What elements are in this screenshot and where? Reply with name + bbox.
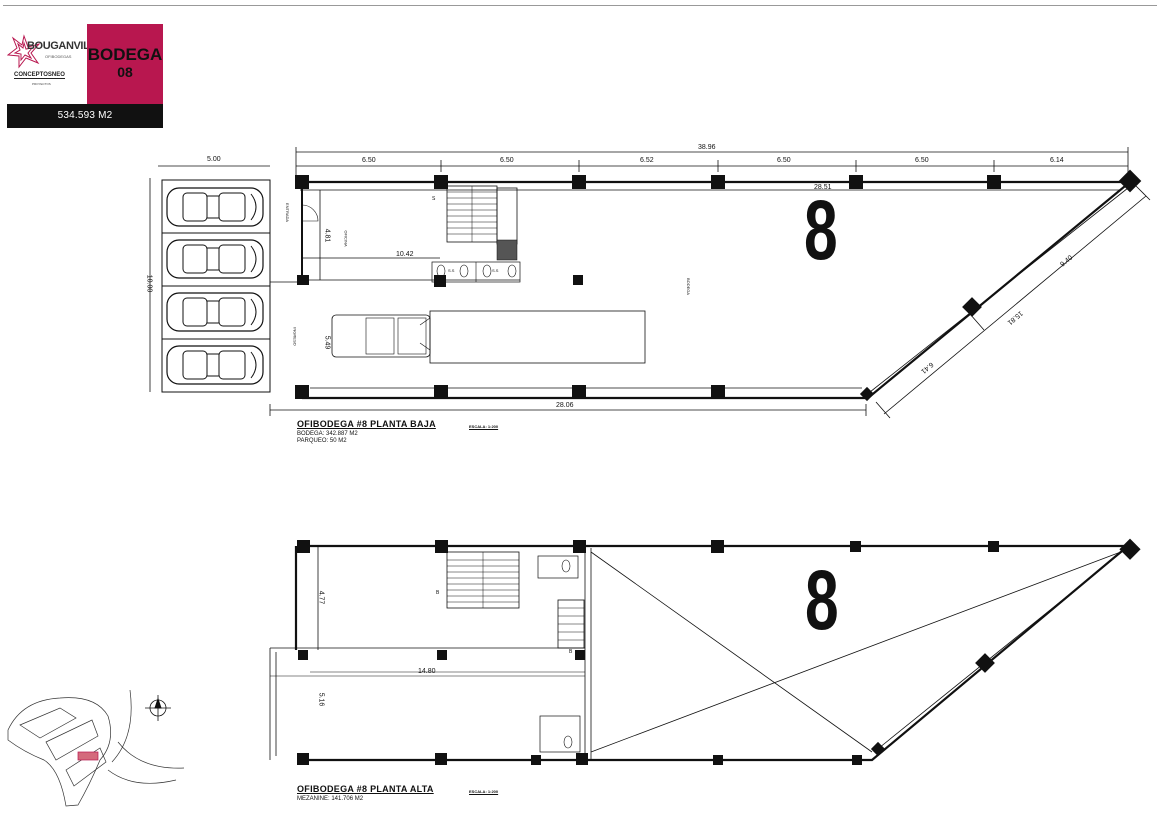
dim-total-top: 38.96 <box>698 144 716 151</box>
brand-name: CONCEPTOSNEO <box>14 72 65 79</box>
label-stair-b1: B <box>436 590 440 596</box>
plan-alta <box>269 544 1132 762</box>
bodega-label: BODEGA <box>87 45 163 64</box>
dim-bay-2: 6.50 <box>500 157 514 164</box>
columns-alta <box>297 538 1141 765</box>
dim-bay-5: 6.50 <box>915 157 929 164</box>
dim-office-width: 10.42 <box>396 251 414 258</box>
label-oficina: OFICINA <box>343 230 349 247</box>
bodega-badge: BODEGA 08 <box>87 24 163 104</box>
flower-logo-icon <box>6 34 41 69</box>
caption-baja-line-1: BODEGA: 342.887 M2 <box>297 431 358 437</box>
dim-entry-depth: 5.49 <box>323 335 331 350</box>
brand-subtitle: PROYECTOS <box>32 82 51 86</box>
caption-alta-scale: ESCALA: 1:200 <box>469 789 499 794</box>
unit-number-baja: 8 <box>804 183 838 277</box>
label-ss-1: S.S <box>448 268 455 273</box>
north-arrow-icon <box>145 695 171 721</box>
label-stair-b2: B <box>569 649 573 655</box>
unit-number-alta: 8 <box>805 553 839 647</box>
dim-parking-depth: 10.00 <box>145 274 153 293</box>
label-entrada: ENTRADA <box>285 202 291 223</box>
caption-baja-title: OFIBODEGA #8 PLANTA BAJA <box>297 419 436 429</box>
logo: BOUGANVILIAS OFIBODEGAS CONCEPTOSNEO PRO… <box>6 25 107 103</box>
dim-width: 14.80 <box>418 668 436 675</box>
dim-parking-width: 5.00 <box>207 156 221 163</box>
drawing-frame <box>3 5 1157 831</box>
dim-lower-depth: 5.16 <box>317 692 325 707</box>
label-stair-s: S <box>432 196 436 202</box>
label-bodega: BODEGA <box>686 277 692 296</box>
total-area-bar: 534.593 M2 <box>7 104 163 128</box>
logo-subtitle: OFIBODEGAS <box>45 54 72 59</box>
site-key-plan <box>7 689 185 807</box>
label-ingreso: INGRESO <box>292 327 298 346</box>
dim-bay-3: 6.52 <box>640 157 654 164</box>
dim-office-depth: 4.81 <box>323 228 331 243</box>
bodega-number: 08 <box>117 64 133 80</box>
dim-upper-depth: 4.77 <box>317 590 325 605</box>
dim-inner-top: 28.51 <box>814 184 832 191</box>
label-ss-2: S.S <box>492 268 499 273</box>
dim-bay-1: 6.50 <box>362 157 376 164</box>
dim-bay-6: 6.14 <box>1050 157 1064 164</box>
caption-baja-scale: ESCALA: 1:200 <box>469 424 499 429</box>
caption-alta-title: OFIBODEGA #8 PLANTA ALTA <box>297 784 434 794</box>
caption-baja-line-2: PARQUEO: 50 M2 <box>297 438 347 444</box>
columns-baja <box>295 169 1142 402</box>
dim-bay-4: 6.50 <box>777 157 791 164</box>
dim-bottom: 28.06 <box>556 402 574 409</box>
logo-text: BOUGANVILIAS <box>27 40 107 52</box>
caption-alta-line-1: MEZANINE: 141.706 M2 <box>297 796 364 802</box>
